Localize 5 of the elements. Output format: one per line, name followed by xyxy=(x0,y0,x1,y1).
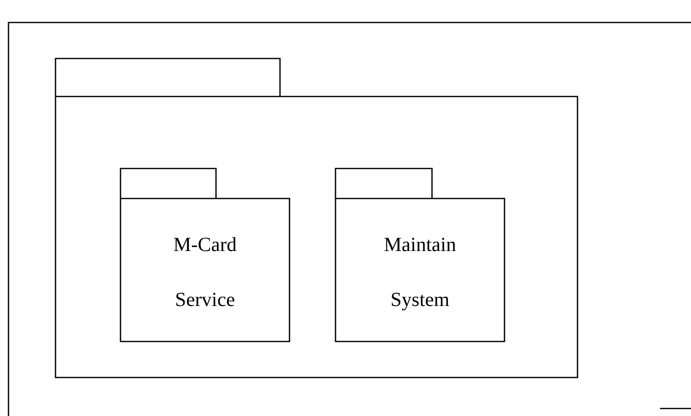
package-label: Maintain System xyxy=(382,233,458,313)
package-shape xyxy=(120,168,290,342)
package-frame xyxy=(55,58,578,378)
package-shape xyxy=(335,168,505,342)
package-label: M-Card Service xyxy=(172,233,238,313)
